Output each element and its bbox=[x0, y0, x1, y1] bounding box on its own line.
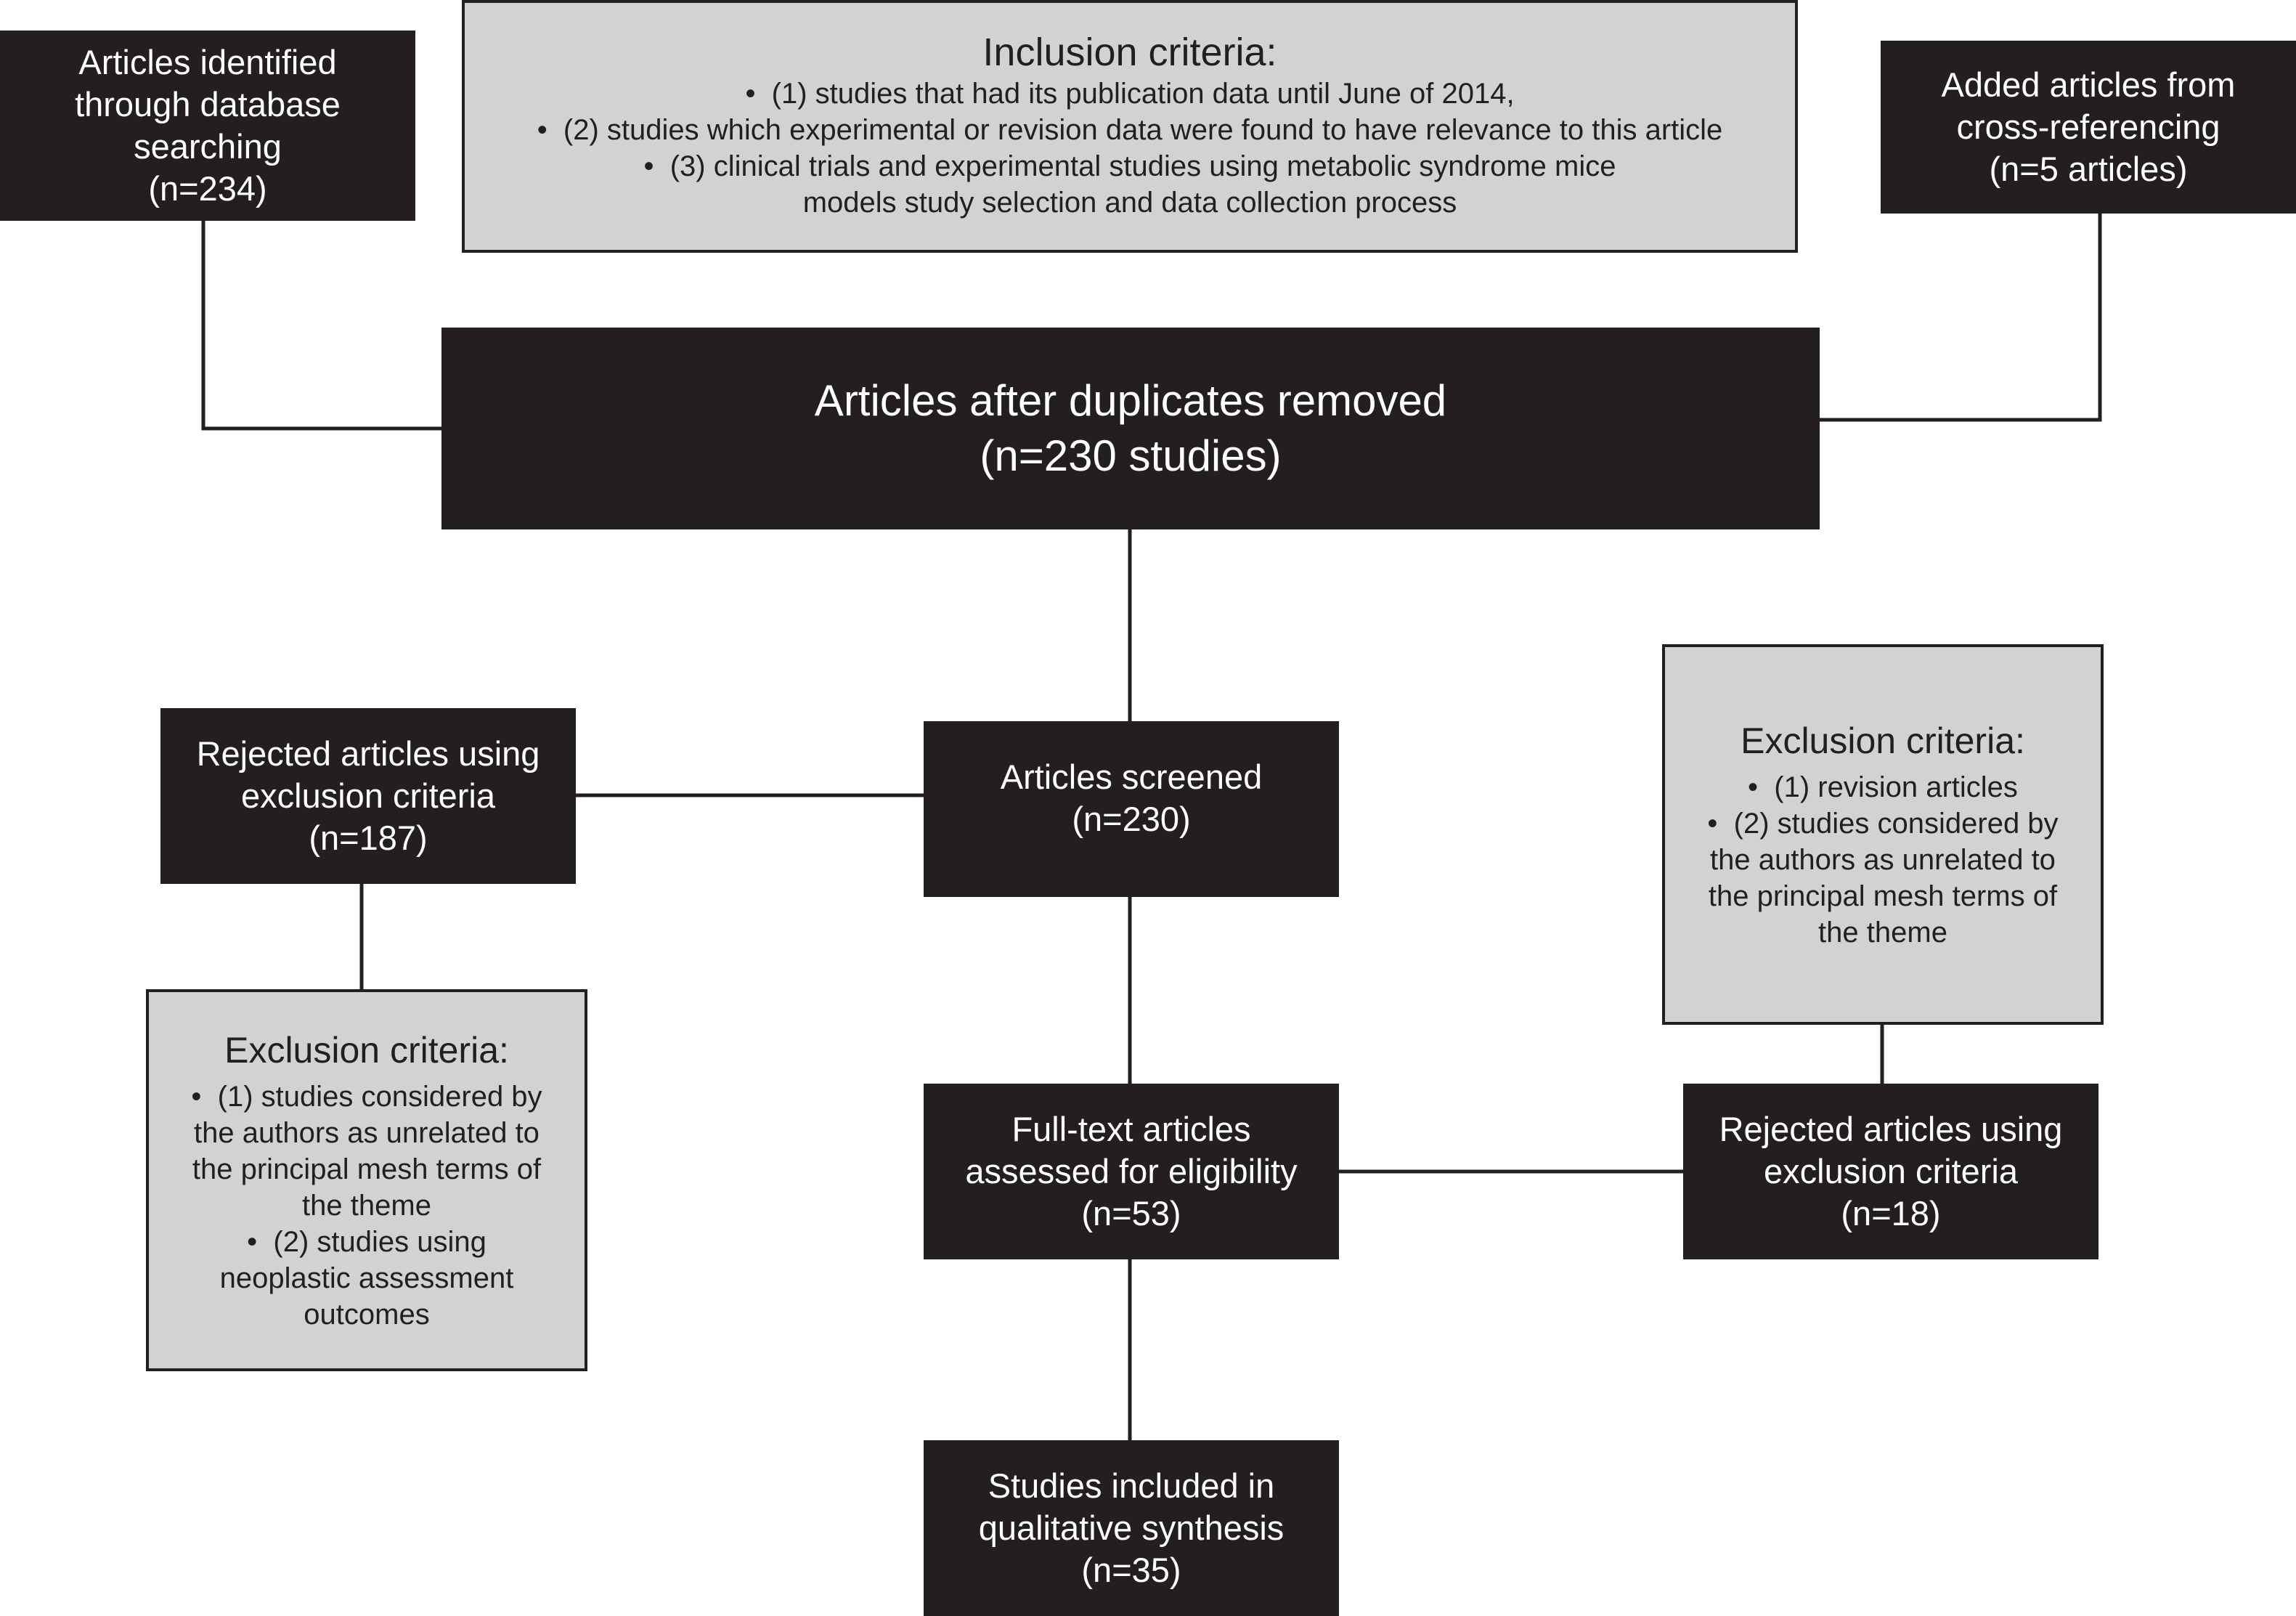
exclusion-criteria-item: (1) revision articles bbox=[1694, 769, 2072, 805]
connector-crossref-to-duplicates bbox=[1818, 212, 2102, 422]
exclusion-criteria-left-box: Exclusion criteria: (1) studies consider… bbox=[146, 989, 587, 1371]
cross-referencing-line: cross-referencing bbox=[1956, 107, 2220, 146]
studies-included-count: (n=35) bbox=[1081, 1551, 1181, 1589]
rejected-articles-line: Rejected articles using bbox=[196, 734, 540, 773]
inclusion-criteria-item: (3) clinical trials and experimental stu… bbox=[494, 148, 1766, 221]
inclusion-criteria-item: (1) studies that had its publication dat… bbox=[494, 76, 1766, 112]
inclusion-criteria-title: Inclusion criteria: bbox=[982, 31, 1277, 74]
exclusion-criteria-item: (2) studies considered by the authors as… bbox=[1694, 805, 2072, 951]
exclusion-criteria-right-list: (1) revision articles (2) studies consid… bbox=[1694, 769, 2072, 951]
articles-screened-line: Articles screened bbox=[1000, 758, 1263, 796]
articles-identified-line: Articles identified bbox=[78, 43, 337, 81]
inclusion-criteria-box: Inclusion criteria: (1) studies that had… bbox=[462, 0, 1798, 253]
duplicates-removed-box: Articles after duplicates removed (n=230… bbox=[441, 328, 1820, 529]
duplicates-removed-count: (n=230 studies) bbox=[980, 431, 1282, 480]
studies-included-box: Studies included in qualitative synthesi… bbox=[924, 1440, 1339, 1616]
studies-included-line: Studies included in bbox=[988, 1466, 1275, 1505]
exclusion-criteria-right-title: Exclusion criteria: bbox=[1741, 720, 2025, 761]
full-text-articles-line: assessed for eligibility bbox=[965, 1152, 1298, 1190]
articles-identified-count: (n=234) bbox=[148, 169, 267, 208]
full-text-articles-line: Full-text articles bbox=[1011, 1110, 1251, 1148]
rejected-articles-line: Rejected articles using bbox=[1719, 1110, 2063, 1148]
rejected-articles-count: (n=187) bbox=[309, 819, 428, 857]
exclusion-criteria-left-list: (1) studies considered by the authors as… bbox=[178, 1079, 555, 1333]
articles-identified-line: through database bbox=[75, 85, 341, 123]
cross-referencing-count: (n=5 articles) bbox=[1989, 150, 2188, 188]
rejected-articles-first-box: Rejected articles using exclusion criter… bbox=[160, 708, 576, 884]
exclusion-criteria-left-title: Exclusion criteria: bbox=[224, 1030, 509, 1071]
exclusion-criteria-item: (2) studies using neoplastic assessment … bbox=[178, 1224, 555, 1333]
duplicates-removed-line: Articles after duplicates removed bbox=[814, 376, 1447, 425]
rejected-articles-second-box: Rejected articles using exclusion criter… bbox=[1683, 1084, 2098, 1259]
exclusion-criteria-item: (1) studies considered by the authors as… bbox=[178, 1079, 555, 1224]
cross-referencing-line: Added articles from bbox=[1941, 65, 2236, 104]
full-text-articles-box: Full-text articles assessed for eligibil… bbox=[924, 1084, 1339, 1259]
inclusion-criteria-list: (1) studies that had its publication dat… bbox=[494, 76, 1766, 221]
articles-screened-count: (n=230) bbox=[1072, 800, 1191, 838]
rejected-articles-line: exclusion criteria bbox=[240, 776, 496, 815]
cross-referencing-box: Added articles from cross-referencing (n… bbox=[1881, 41, 2296, 214]
rejected-articles-line: exclusion criteria bbox=[1763, 1152, 2019, 1190]
articles-identified-line: searching bbox=[134, 127, 282, 166]
articles-screened-box: Articles screened (n=230) bbox=[924, 721, 1339, 897]
full-text-articles-count: (n=53) bbox=[1081, 1194, 1181, 1233]
rejected-articles-count: (n=18) bbox=[1841, 1194, 1941, 1233]
inclusion-criteria-item: (2) studies which experimental or revisi… bbox=[494, 112, 1766, 148]
connector-identified-to-duplicates bbox=[201, 219, 441, 431]
articles-identified-box: Articles identified through database sea… bbox=[0, 31, 415, 221]
exclusion-criteria-right-box: Exclusion criteria: (1) revision article… bbox=[1662, 644, 2104, 1025]
studies-included-line: qualitative synthesis bbox=[978, 1509, 1285, 1547]
